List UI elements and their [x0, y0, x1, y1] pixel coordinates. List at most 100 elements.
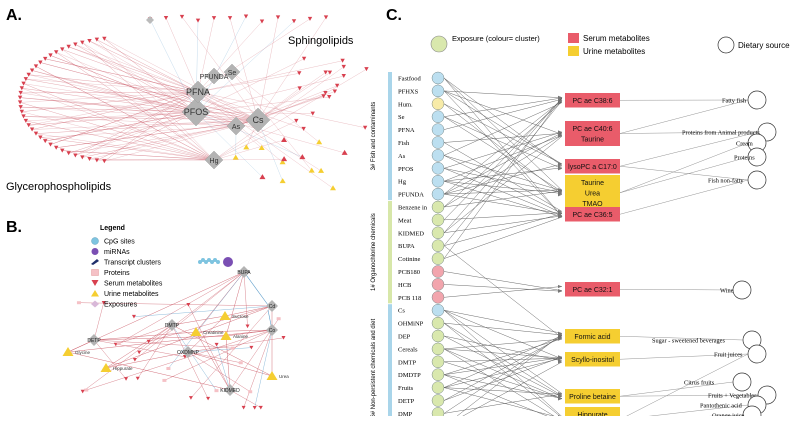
panel-b-serum-node: [124, 377, 128, 381]
panel-a-hub-label: PFOS: [184, 107, 209, 117]
diet-node: [748, 91, 766, 109]
panel-a-serum-metabolite-node: [34, 64, 38, 68]
panel-a-serum-metabolite-node: [73, 153, 77, 157]
exposure-label: PCB 118: [398, 295, 421, 302]
panel-b-legend-title: Legend: [100, 225, 125, 232]
panel-b-exposure-label: DETP: [87, 338, 101, 344]
exposure-metabolite-edge: [444, 181, 562, 193]
panel-a-serum-metabolite-node: [308, 17, 312, 21]
exposure-node: [432, 240, 444, 252]
panel-a-urine-metabolite-node: [309, 168, 315, 173]
panel-a-edge: [166, 18, 198, 92]
panel-b-edge: [226, 272, 244, 336]
panel-a-serum-metabolite-node: [180, 15, 184, 19]
exposure-metabolite-edge: [444, 133, 562, 194]
exposure-label: Fish: [398, 140, 410, 147]
panel-b-legend-item: Serum metabolites: [104, 281, 163, 288]
panel-a-edge: [29, 75, 198, 92]
exposure-node: [432, 214, 444, 226]
panel-a-edge: [196, 21, 294, 112]
exposure-metabolite-edge: [444, 310, 562, 333]
panel-a-serum-metabolite-node: [327, 95, 331, 99]
panel-b-legend-item: Exposures: [104, 302, 138, 309]
exposure-node: [432, 278, 444, 290]
panel-b-protein-node: [162, 379, 166, 382]
metabolite-label: PC ae C38:6: [572, 98, 612, 105]
panel-a-edge: [45, 112, 196, 141]
legend-serum-label: Serum metabolites: [583, 34, 650, 43]
exposure-label: PCB180: [398, 269, 420, 276]
panel-a-serum-metabolite-node: [66, 151, 70, 155]
panel-a-letter: A.: [6, 7, 22, 24]
exposure-label: PFHXS: [398, 88, 419, 95]
metabolite-label: PC ae C36:5: [572, 212, 612, 219]
panel-a-edge: [214, 140, 284, 160]
exposure-metabolite-edge: [444, 213, 562, 220]
diet-label: Proteins: [734, 155, 755, 162]
panel-a-hub-label: Hg: [210, 158, 219, 165]
diet-metabolite-edge: [620, 100, 748, 134]
exposure-label: PFNA: [398, 127, 415, 134]
panel-a-exposure-node: [146, 16, 154, 24]
exposure-node: [432, 85, 444, 97]
panel-a-serum-metabolite-node: [294, 119, 298, 123]
exposure-metabolite-edge: [444, 100, 562, 194]
panel-b-exposure-label: OXDMNP: [177, 350, 200, 356]
panel-a-edge: [75, 45, 196, 112]
legend-exposure-symbol-b: [91, 301, 99, 308]
panel-a-urine-metabolite-node: [330, 185, 336, 190]
legend-urine-symbol-b: [91, 290, 99, 297]
exposure-node: [432, 330, 444, 342]
panel-a-edge: [32, 92, 198, 130]
exposure-metabolite-edge: [444, 97, 562, 258]
panel-a-edge: [104, 92, 198, 161]
panel-c-exposures: FastfoodPFHXSHum.SePFNAFishAsPFOSHgPFUND…: [398, 72, 444, 416]
exposure-node: [432, 291, 444, 303]
legend-exposure-symbol: [431, 36, 447, 52]
panel-a-urine-metabolite-node: [281, 137, 287, 142]
diet-label: Pantothenic acid: [700, 403, 743, 410]
metabolite-label: Formic acid: [574, 334, 610, 341]
panel-b-legend-item: Proteins: [104, 270, 130, 277]
panel-a-serum-metabolite-node: [244, 14, 248, 18]
exposure-node: [432, 356, 444, 368]
exposure-node: [432, 227, 444, 239]
panel-b-protein-node: [77, 301, 81, 304]
panel-a-hub-label: Cs: [253, 115, 264, 125]
panel-b-exposure-label: Co: [269, 328, 276, 334]
panel-b-edge: [134, 306, 272, 317]
legend-transcript-symbol: [91, 259, 99, 265]
panel-a-serum-metabolite-node: [30, 68, 34, 72]
exposure-label: Se: [398, 114, 405, 121]
panel-a-edge: [232, 72, 319, 142]
exposure-node: [432, 369, 444, 381]
exposure-metabolite-edge: [444, 310, 562, 393]
panel-b-serum-node: [242, 406, 246, 410]
exposure-node: [432, 304, 444, 316]
panel-b-protein-node: [117, 342, 121, 345]
metabolite-label: Taurine: [581, 137, 604, 144]
exposure-metabolite-edge: [444, 310, 562, 416]
exposure-node: [432, 201, 444, 213]
panel-b-edge: [188, 338, 283, 352]
legend-exposure-label: Exposure (colour= cluster): [452, 34, 540, 43]
legend-serum-symbol: [568, 33, 579, 43]
legend-cpg-symbol: [92, 238, 99, 245]
panel-b-urine-label: Creatinine: [203, 330, 224, 335]
diet-metabolite-edge: [620, 157, 748, 193]
exposure-metabolite-edge: [444, 132, 562, 168]
exposure-metabolite-edge: [444, 91, 562, 98]
panel-c-edges: [444, 78, 562, 416]
panel-b-serum-node: [259, 406, 263, 410]
exposure-metabolite-edge: [444, 336, 562, 361]
metabolite-label: Hippurate: [577, 412, 607, 416]
panel-a-serum-metabolite-node: [20, 86, 24, 90]
panel-a-serum-metabolite-node: [323, 70, 327, 74]
diet-label: Proteins from Animal products: [682, 130, 760, 137]
panel-a-serum-metabolite-node: [363, 126, 367, 130]
diet-label: Fish non-fatty: [708, 178, 744, 185]
exposure-metabolite-edge: [444, 286, 562, 297]
panel-b-legend-item: miRNAs: [104, 249, 130, 256]
